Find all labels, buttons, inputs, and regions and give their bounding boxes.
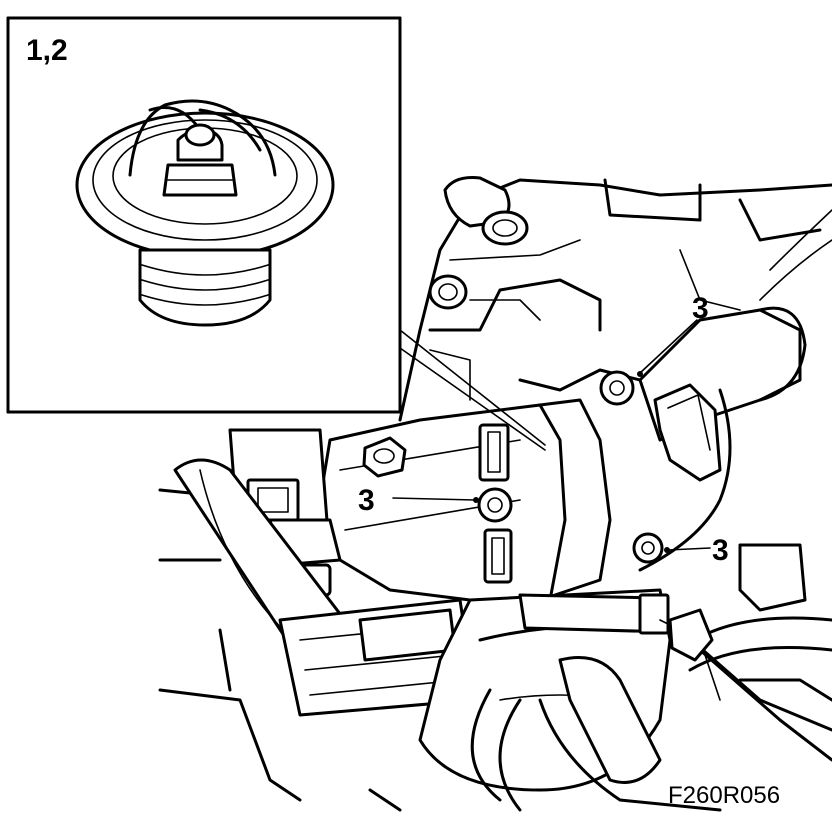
callouts: 3 3 3 <box>358 292 729 567</box>
callout-upper: 3 <box>692 292 709 325</box>
lower-plug <box>278 598 477 717</box>
sensor-connector <box>638 383 732 572</box>
center-bolt <box>477 487 513 523</box>
housing-top-bolt <box>362 436 407 478</box>
engine-block-outline <box>398 178 832 422</box>
hose-clamp <box>518 593 672 635</box>
upper-housing-bolt <box>599 370 635 406</box>
thermostat-icon <box>75 99 335 327</box>
figure-reference-code: F260R056 <box>668 782 780 809</box>
thermostat-inset: 1,2 <box>6 16 402 414</box>
upper-bolt <box>443 176 529 246</box>
inset-label: 1,2 <box>26 34 68 67</box>
left-bolt <box>428 274 468 310</box>
engine-assembly-illustration <box>158 176 832 812</box>
inset-leader-lines <box>399 329 546 451</box>
right-housing-bolt <box>632 532 664 564</box>
callout-center: 3 <box>358 484 375 517</box>
lower-pipes <box>470 619 832 812</box>
callout-right: 3 <box>712 534 729 567</box>
housing-connectors <box>478 423 513 584</box>
right-side-components <box>668 543 832 702</box>
lower-outline <box>158 628 402 812</box>
